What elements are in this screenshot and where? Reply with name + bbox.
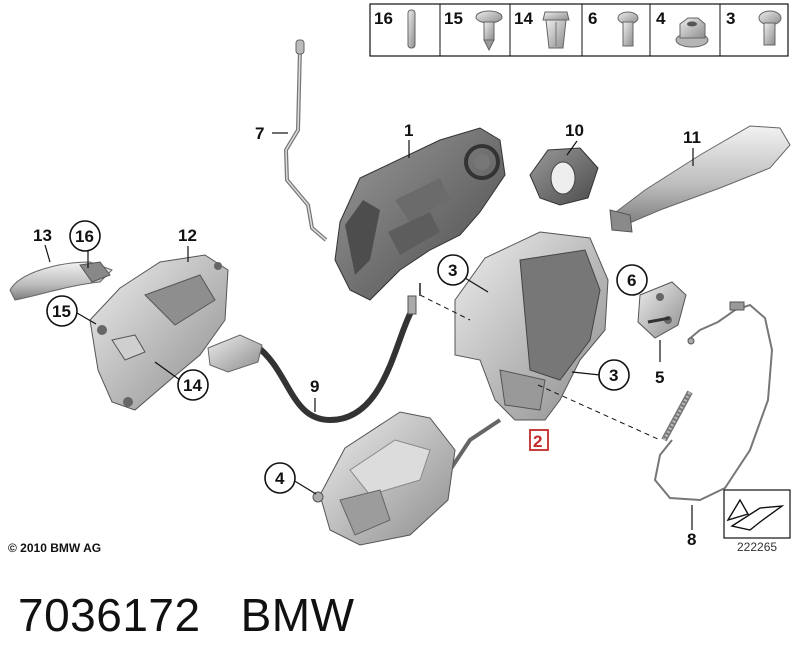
inner-handle-assembly bbox=[89, 254, 229, 411]
hardware-label-15: 15 bbox=[444, 9, 463, 28]
callout-16: 16 bbox=[75, 227, 94, 246]
leader-15 bbox=[76, 312, 97, 325]
callout-7: 7 bbox=[255, 124, 264, 143]
hardware-label-16: 16 bbox=[374, 9, 393, 28]
callout-circle-3a bbox=[437, 254, 469, 286]
callout-6: 6 bbox=[627, 271, 636, 290]
callout-5: 5 bbox=[655, 368, 664, 387]
callout-2-highlight-box bbox=[529, 429, 549, 451]
brand-name: BMW bbox=[240, 589, 355, 641]
hex-flange-nut-icon bbox=[675, 17, 709, 48]
alignment-line bbox=[419, 294, 471, 321]
cover-cap bbox=[529, 147, 599, 206]
leader-14 bbox=[154, 361, 181, 381]
callout-12: 12 bbox=[178, 226, 197, 245]
callout-circle-4 bbox=[264, 462, 296, 494]
diagram-orientation-icon bbox=[723, 489, 791, 539]
callout-14: 14 bbox=[183, 376, 202, 395]
callout-circle-16 bbox=[69, 220, 101, 252]
striker bbox=[637, 281, 687, 339]
callout-circle-3b bbox=[598, 359, 630, 391]
hardware-label-6: 6 bbox=[588, 9, 597, 28]
alignment-line bbox=[537, 384, 661, 441]
callout-9: 9 bbox=[310, 377, 319, 396]
callout-3a: 3 bbox=[448, 261, 457, 280]
callout-1: 1 bbox=[404, 121, 413, 140]
callout-2: 2 bbox=[533, 432, 542, 451]
torx-flange-screw-icon bbox=[475, 10, 503, 52]
diagram-reference-number: 222265 bbox=[737, 540, 778, 554]
torx-screw-icon bbox=[617, 11, 639, 47]
callout-3b: 3 bbox=[609, 366, 618, 385]
leader-13 bbox=[44, 244, 51, 263]
callout-circle-15 bbox=[46, 295, 78, 327]
leader-3a bbox=[464, 277, 489, 293]
bowden-cable bbox=[653, 301, 774, 502]
callout-circle-6 bbox=[616, 264, 648, 296]
expanding-nut bbox=[111, 334, 146, 361]
callout-8: 8 bbox=[687, 530, 696, 549]
callout-13: 13 bbox=[33, 226, 52, 245]
outside-handle bbox=[609, 125, 791, 233]
door-lock bbox=[443, 231, 609, 501]
leader-3b bbox=[571, 371, 601, 376]
door-cable bbox=[207, 283, 421, 424]
lock-rod bbox=[283, 39, 328, 242]
leader-4 bbox=[292, 479, 317, 495]
expanding-nut-icon bbox=[542, 11, 570, 49]
copyright-text: © 2010 BMW AG bbox=[8, 541, 102, 555]
leader-10 bbox=[566, 140, 578, 156]
callout-11: 11 bbox=[683, 128, 701, 147]
hardware-label-14: 14 bbox=[514, 9, 533, 28]
parts-diagram: 16 15 14 6 4 3 bbox=[9, 3, 791, 549]
hardware-strip: 16 15 14 6 4 3 bbox=[369, 3, 789, 57]
hardware-label-4: 4 bbox=[656, 9, 666, 28]
lock-actuator bbox=[312, 411, 456, 546]
callout-15: 15 bbox=[52, 302, 71, 321]
callout-circle-14 bbox=[177, 369, 209, 401]
callout-10: 10 bbox=[565, 121, 584, 140]
handle-grip bbox=[9, 261, 113, 301]
part-number: 7036172 bbox=[18, 589, 201, 641]
hardware-label-3: 3 bbox=[726, 9, 735, 28]
callout-4: 4 bbox=[275, 469, 285, 488]
handle-carrier bbox=[334, 127, 506, 301]
product-caption: 7036172 BMW bbox=[18, 588, 355, 642]
torx-screw-icon bbox=[758, 10, 782, 46]
pin-icon bbox=[407, 9, 416, 49]
